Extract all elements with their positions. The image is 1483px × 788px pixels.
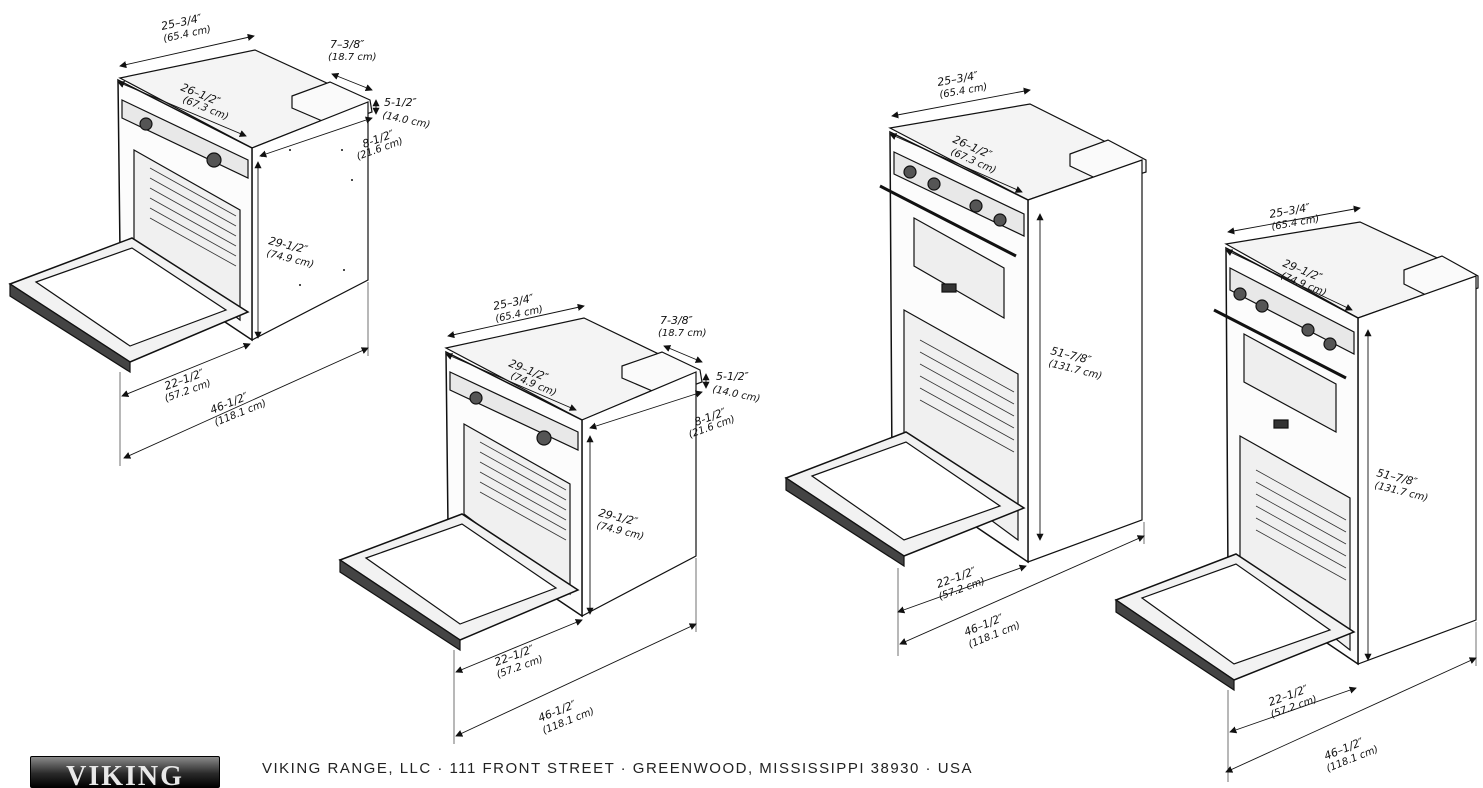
double-oven-b — [1114, 205, 1479, 782]
dim-flange: 7-3/8″ — [660, 314, 694, 327]
logo-text: VIKING — [66, 761, 184, 788]
dim-flange-cm: (18.7 cm) — [328, 52, 377, 63]
labels-double-oven-b: 25–3/4″ (65.4 cm) 29–1/2″ (74.9 cm) 51–7… — [1267, 201, 1430, 775]
viking-logo: VIKING — [30, 756, 220, 788]
company-address: VIKING RANGE, LLC · 111 FRONT STREET · G… — [262, 760, 974, 777]
single-oven-b — [338, 303, 710, 744]
double-oven-a — [784, 87, 1147, 656]
dim-notch-cm: (14.0 cm) — [711, 384, 761, 405]
single-oven-a — [8, 33, 380, 466]
dim-flange: 7–3/8″ — [330, 38, 365, 51]
dim-flange-cm: (18.7 cm) — [658, 328, 707, 339]
dim-notch: 5-1/2″ — [716, 370, 750, 383]
dim-notch: 5-1/2″ — [384, 96, 418, 109]
